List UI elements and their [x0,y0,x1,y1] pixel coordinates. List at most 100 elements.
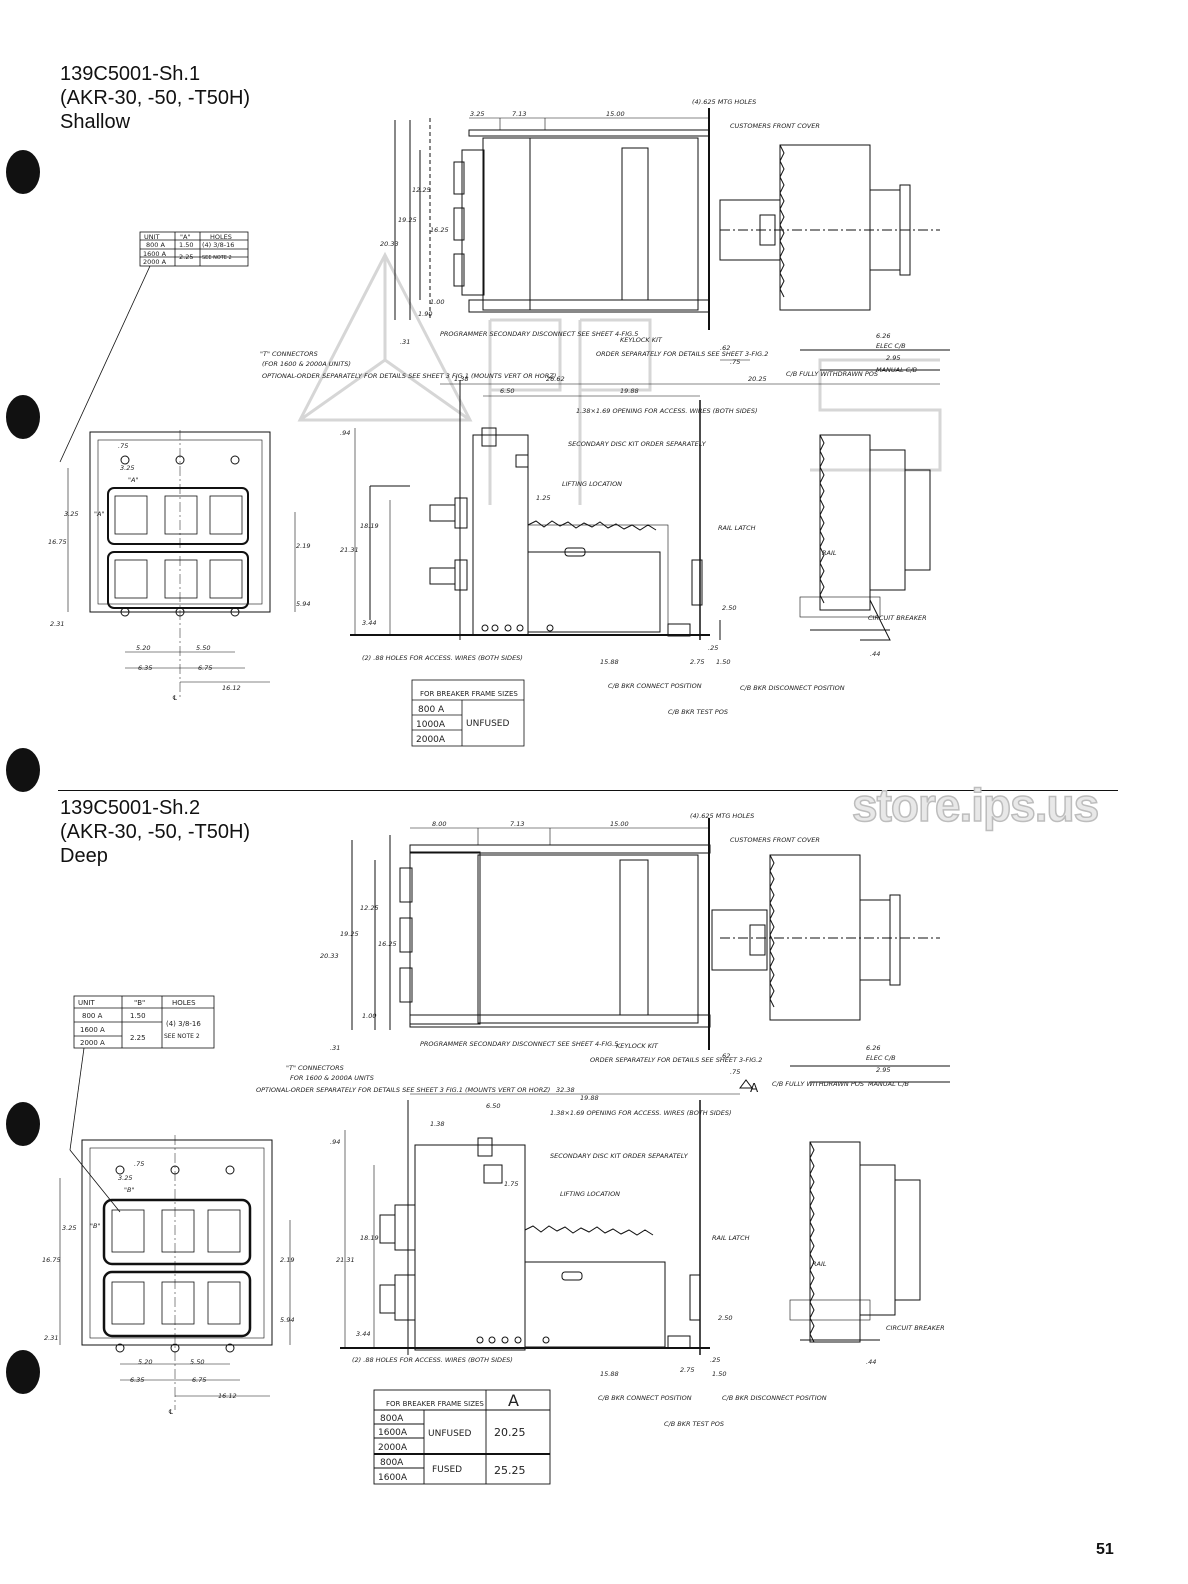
dim: 15.88 [600,658,619,666]
dim: 6.75 [198,664,212,672]
note: C/B BKR DISCONNECT POSITION [740,684,845,692]
dim: 21.31 [336,1256,355,1264]
sheet2-header: 139C5001-Sh.2 (AKR-30, -50, -T50H) Deep [60,796,250,868]
note: FOR 1600 & 2000A UNITS [290,1074,374,1082]
note: ELEC C/B [876,342,906,350]
dim: 2.31 [44,1334,58,1342]
note: ELEC C/B [866,1054,896,1062]
dim: 5.20 [136,644,150,652]
note: (4).625 MTG HOLES [692,98,756,106]
dim: .75 [730,358,740,366]
table-header: FOR BREAKER FRAME SIZES [420,690,518,698]
sheet1-side-view [394,108,950,371]
table-header: "A" [180,233,190,241]
dim: 32.38 [556,1086,575,1094]
note: CIRCUIT BREAKER [868,614,927,622]
dim: 5.94 [280,1316,294,1324]
dim: 20.33 [380,240,399,248]
dim: 2.95 [886,354,900,362]
table-header: FOR BREAKER FRAME SIZES [386,1400,484,1408]
table-header: HOLES [172,999,196,1007]
dim: 3.44 [356,1330,370,1338]
dim: 2.50 [722,604,736,612]
note: (4).625 MTG HOLES [690,812,754,820]
note: KEYLOCK KIT [616,1042,659,1050]
dim: 1.38 [430,1120,444,1128]
sheet1-depth: Shallow [60,111,131,133]
dim: 16.12 [218,1392,237,1400]
table-cell: 1600 A [80,1026,105,1034]
sheet1-frame-table [411,679,525,747]
dim: ℄ [168,1408,174,1416]
note: C/B BKR TEST POS [664,1420,724,1428]
table-cell: 20.25 [494,1426,526,1439]
dim: .31 [330,1044,340,1052]
dim: 1.50 [712,1370,726,1378]
sheet1-front-view [67,430,296,700]
note: 1.38×1.69 OPENING FOR ACCESS. WIRES (BOT… [550,1109,732,1117]
note: SECONDARY DISC KIT ORDER SEPARATELY [568,440,707,448]
note: RAIL LATCH [712,1234,750,1242]
table-cell: SEE NOTE 2 [164,1033,200,1040]
dim: 2.95 [876,1066,890,1074]
table-cell: 800 A [82,1012,103,1020]
dim: 19.25 [398,216,417,224]
table-cell: 1000A [416,720,446,730]
dim: "B" [90,1222,100,1230]
table-header: "B" [134,999,145,1007]
note: PROGRAMMER SECONDARY DISCONNECT SEE SHEE… [440,330,638,338]
dim: .94 [340,429,350,437]
dim: .44 [870,650,880,658]
dim: .94 [330,1138,340,1146]
dim: .75 [118,442,128,450]
page-number: 51 [1096,1541,1114,1558]
table-cell: (4) 3/8-16 [202,241,234,249]
dim: 20.25 [748,375,767,383]
dim: 3.25 [120,464,134,472]
note: RAIL LATCH [718,524,756,532]
dim: 3.44 [362,619,376,627]
table-cell: 1600A [378,1473,408,1483]
table-cell: 800A [380,1458,404,1468]
note: CUSTOMERS FRONT COVER [730,122,820,130]
dim: 1.38 [454,375,468,383]
dim: .75 [134,1160,144,1168]
dim: .25 [710,1356,720,1364]
dim: .62 [720,344,730,352]
table-cell: 2.25 [179,253,193,261]
dim: 1.25 [536,494,550,502]
sheet2-side-view [351,818,950,1083]
note: (FOR 1600 & 2000A UNITS) [262,360,351,368]
dim: "A" [94,510,104,518]
sheet1-dim-lines [440,117,940,397]
table-cell: 1600A [378,1428,408,1438]
dim: 6.50 [486,1102,500,1110]
dim: 1.90 [418,310,432,318]
sheet2-cubicle-view [340,1100,921,1355]
note: RAIL [812,1260,827,1268]
dim: 15.00 [606,110,625,118]
table-cell: (4) 3/8-16 [166,1020,201,1028]
sheet1-unit-table [59,231,249,463]
dim: ℄ [172,694,178,702]
table-cell: 2000A [378,1443,408,1453]
table-cell: UNFUSED [466,719,509,729]
sheet1-header: 139C5001-Sh.1 (AKR-30, -50, -T50H) Shall… [60,62,250,134]
dim: 19.88 [620,387,639,395]
note: (2) .88 HOLES FOR ACCESS. WIRES (BOTH SI… [352,1356,513,1364]
dim: 1.75 [504,1180,518,1188]
dim: 15.88 [600,1370,619,1378]
dim: 6.50 [500,387,514,395]
note: C/B BKR TEST POS [668,708,728,716]
dim: 5.94 [296,600,310,608]
dim: .62 [720,1052,730,1060]
dim: 1.50 [716,658,730,666]
dim: 1.00 [362,1012,376,1020]
dim: 5.50 [196,644,210,652]
dim: 12.25 [412,186,431,194]
dim: "B" [124,1186,134,1194]
dim: .44 [866,1358,876,1366]
dim: 3.25 [62,1224,76,1232]
dim: 6.35 [130,1376,144,1384]
table-cell: 800 A [418,705,445,715]
